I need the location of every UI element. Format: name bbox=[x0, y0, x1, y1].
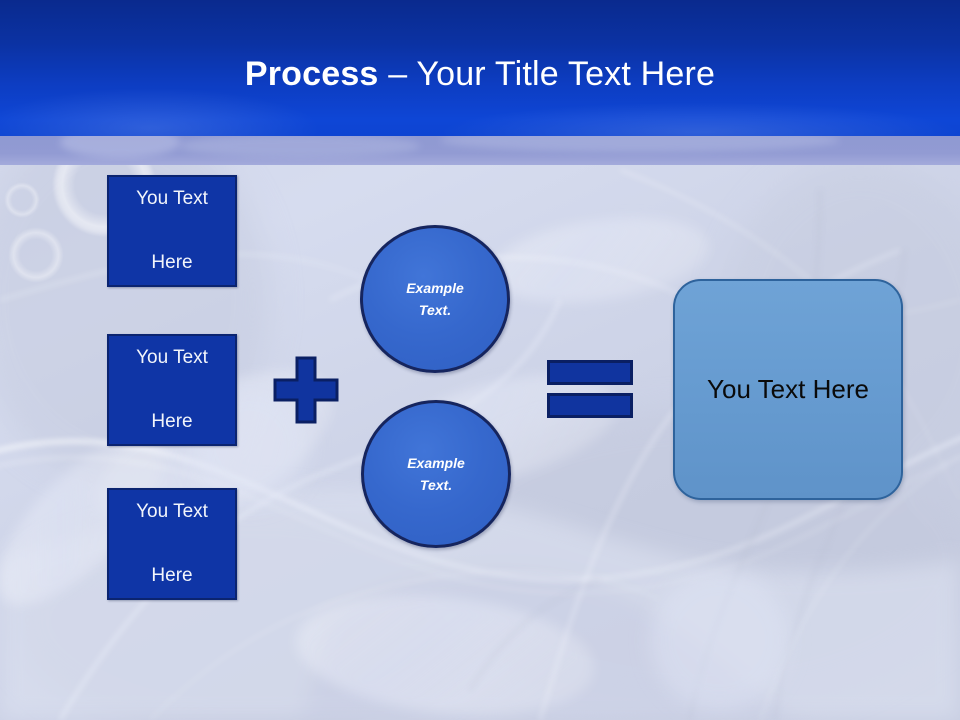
result-box[interactable]: You Text Here bbox=[673, 279, 903, 500]
page-title-rest: – Your Title Text Here bbox=[378, 55, 716, 93]
plus-icon bbox=[273, 356, 339, 424]
page-title-strong: Process bbox=[244, 55, 379, 93]
page-title: Process – Your Title Text Here bbox=[0, 52, 960, 96]
title-underbar bbox=[0, 136, 960, 165]
result-box-label: You Text Here bbox=[707, 374, 869, 404]
equals-icon bbox=[547, 360, 633, 418]
